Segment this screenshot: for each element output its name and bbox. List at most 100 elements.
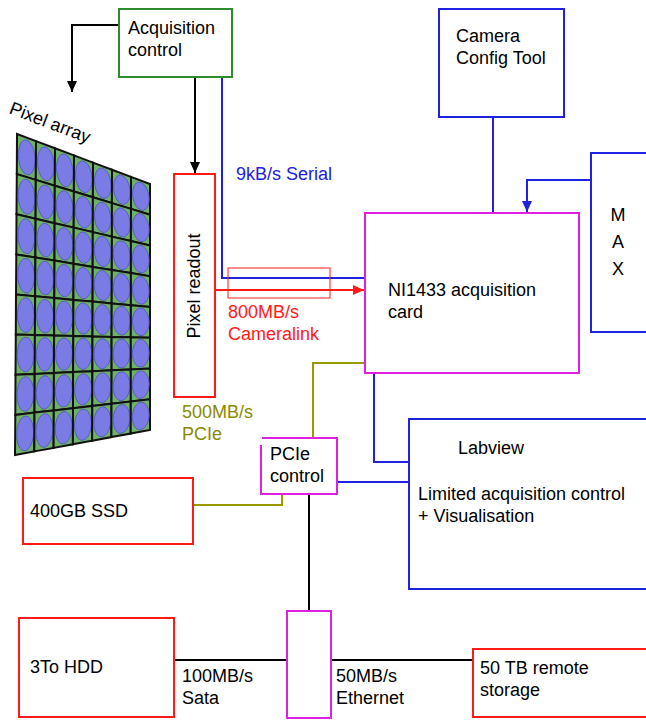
pixel-cell [54, 408, 73, 448]
connector [194, 78, 196, 173]
pixel-lens [132, 277, 149, 305]
pixel-lens [113, 306, 130, 335]
pixel-lens [56, 338, 73, 370]
connector [216, 289, 364, 291]
pixel-lens [132, 245, 149, 273]
pixel-lens [113, 241, 130, 270]
pixel-lens [113, 339, 130, 368]
hardware-box: NI1433 acquisition card [364, 212, 580, 374]
pixel-cell [131, 399, 150, 433]
pixel-cell [16, 295, 35, 336]
pixel-cell [74, 155, 93, 197]
pixel-cell [93, 163, 112, 204]
storage-box: 50 TB remote storage [472, 648, 646, 718]
pixel-lens [17, 377, 34, 412]
pixel-cell [35, 296, 54, 335]
pixel-cell [74, 192, 93, 233]
connector [492, 118, 494, 212]
pixel-lens [75, 303, 92, 334]
pixel-lens [133, 214, 150, 242]
pixel-cell [55, 148, 74, 191]
pixel-cell [112, 237, 131, 274]
pixel-cell [54, 261, 73, 300]
pixel-lens [75, 232, 92, 263]
connector [72, 25, 118, 92]
readout-box: Pixel readout [173, 173, 216, 398]
pixel-cell [73, 300, 92, 337]
storage-box: 400GB SSD [22, 477, 194, 545]
software-box: Camera Config Tool [438, 8, 565, 118]
pixel-lens [132, 339, 149, 367]
pixel-cell [92, 370, 111, 406]
network-switch [287, 611, 331, 718]
connector [374, 374, 408, 462]
box-label: 50 TB remote storage [480, 658, 598, 701]
pixel-lens [56, 228, 73, 260]
pixel-lens [18, 258, 35, 293]
pixel-cell [73, 371, 92, 408]
pixel-lens [56, 191, 73, 223]
bandwidth-label: 500MB/s PCIe [180, 402, 262, 445]
box-body: Limited acquisition control + Visualisat… [418, 484, 630, 527]
pixel-lens [75, 409, 92, 440]
pixel-cell [15, 413, 35, 455]
pixel-lens [133, 182, 150, 210]
pixel-cell [131, 369, 150, 402]
control-box: Acquisition control [118, 8, 233, 78]
connector [338, 481, 408, 483]
pixel-lens [94, 271, 111, 301]
box-label: Labview [458, 438, 524, 460]
connector [527, 180, 590, 212]
pixel-cell [34, 410, 54, 451]
pixel-lens [37, 223, 54, 256]
pixel-cell [35, 335, 54, 374]
pixel-cell [131, 241, 150, 276]
software-box: LabviewLimited acquisition control + Vis… [408, 418, 646, 590]
pixel-cell [93, 197, 112, 236]
pixel-cell [112, 337, 131, 370]
pixel-lens [113, 274, 130, 303]
pixel-lens [75, 374, 92, 405]
pixel-cell [131, 209, 150, 246]
box-label: 400GB SSD [30, 501, 128, 523]
pixel-cell [112, 270, 131, 305]
bandwidth-label: 50MB/s Ethernet [334, 666, 418, 709]
pixel-cell [54, 336, 73, 374]
box-label: Pixel readout [184, 233, 206, 338]
pixel-lens [94, 407, 111, 437]
pixel-cell [73, 336, 92, 372]
pixel-cell [35, 373, 54, 413]
pixel-cell [131, 305, 150, 338]
pixel-lens [94, 305, 111, 335]
pixel-lens [37, 147, 54, 181]
pixel-lens [37, 185, 54, 219]
pixel-lens [37, 261, 54, 295]
pixel-lens [18, 219, 35, 254]
box-label: MAX [609, 202, 627, 283]
pixel-cell [92, 336, 111, 371]
pixel-cell [93, 302, 112, 337]
pixel-lens [113, 405, 130, 434]
connector [194, 495, 282, 505]
pixel-cell [93, 232, 112, 270]
hardware-box: PCIe control [260, 437, 338, 495]
pixel-lens [56, 301, 73, 333]
pixel-lens [114, 175, 131, 204]
pixel-cell [131, 337, 150, 369]
pixel-lens [56, 265, 73, 297]
bandwidth-label: 800MB/s Cameralink [226, 302, 360, 345]
cable-highlight [228, 268, 330, 298]
pixel-cell [54, 298, 73, 336]
arrow-head [522, 201, 532, 212]
pixel-lens [132, 371, 149, 399]
pixel-lens [132, 308, 149, 336]
pixel-cell [17, 174, 36, 219]
pixel-lens [18, 140, 35, 175]
bandwidth-label: 100MB/s Sata [180, 666, 264, 709]
pixel-cell [55, 223, 74, 264]
arrow-head [190, 162, 200, 173]
pixel-lens [75, 197, 92, 228]
pixel-cell [17, 134, 36, 180]
pixel-lens [56, 154, 73, 187]
pixel-lens [17, 298, 34, 333]
